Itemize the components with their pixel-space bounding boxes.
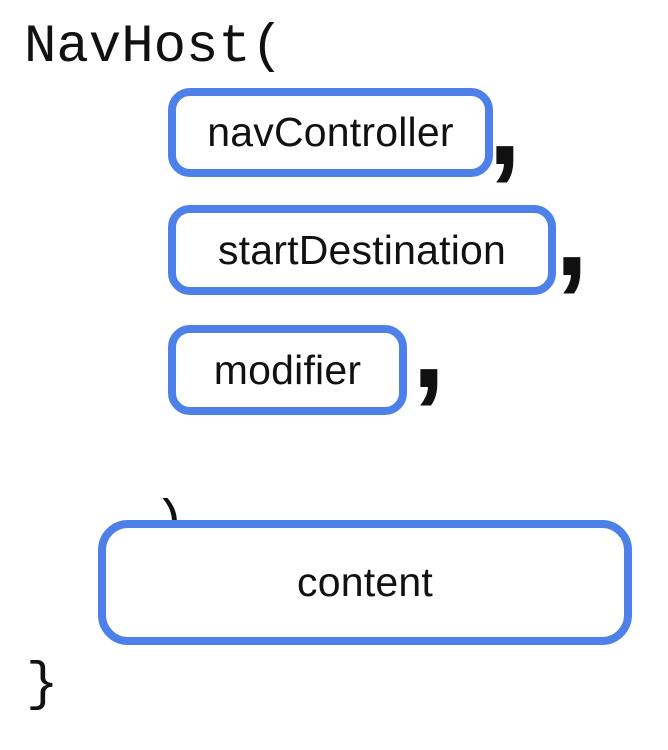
code-function-open: NavHost( — [24, 17, 284, 78]
param-pill-modifier: modifier — [168, 325, 407, 415]
content-slot-label: content — [297, 559, 433, 605]
comma-after-navcontroller: , — [488, 56, 522, 190]
content-slot-pill: content — [98, 520, 632, 645]
comma-after-modifier: , — [412, 279, 446, 413]
param-label-modifier: modifier — [213, 346, 362, 393]
param-label-startdestination: startDestination — [217, 226, 507, 273]
comma-after-startdestination: , — [555, 167, 589, 301]
code-close-brace: } — [26, 655, 59, 716]
param-pill-startdestination: startDestination — [168, 205, 556, 295]
param-pill-navcontroller: navController — [168, 88, 493, 177]
param-label-navcontroller: navController — [207, 109, 454, 155]
